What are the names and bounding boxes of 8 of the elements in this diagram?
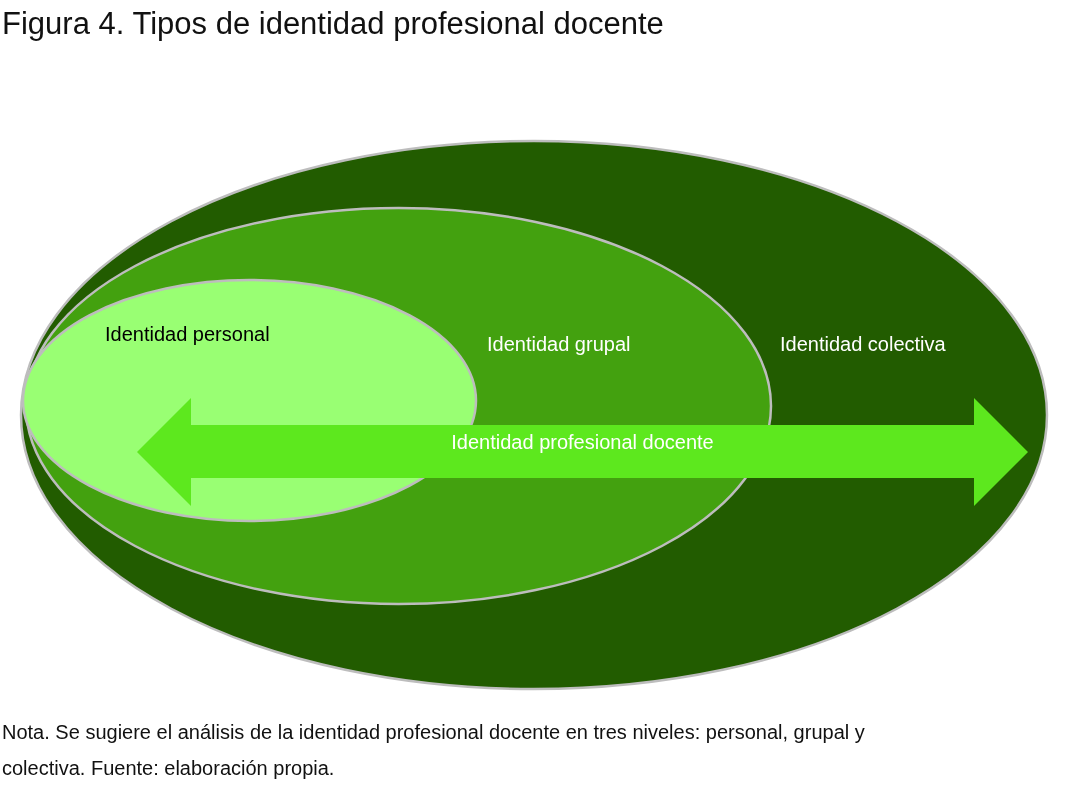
node-label: Identidad personal xyxy=(105,323,270,346)
ellipse-shape xyxy=(20,140,1048,690)
node-label: Identidad profesional docente xyxy=(450,431,715,454)
figure-title: Figura 4. Tipos de identidad profesional docente xyxy=(2,6,664,42)
double-arrow-shape xyxy=(137,398,1028,506)
node-label: Identidad colectiva xyxy=(780,333,946,356)
node-label: Identidad grupal xyxy=(487,333,631,356)
figure-caption: Nota. Se sugiere el análisis de la identidad profesional docente en tres niveles: personal, grupal y colectiva. Fuente: elaboración propia. xyxy=(2,720,866,781)
